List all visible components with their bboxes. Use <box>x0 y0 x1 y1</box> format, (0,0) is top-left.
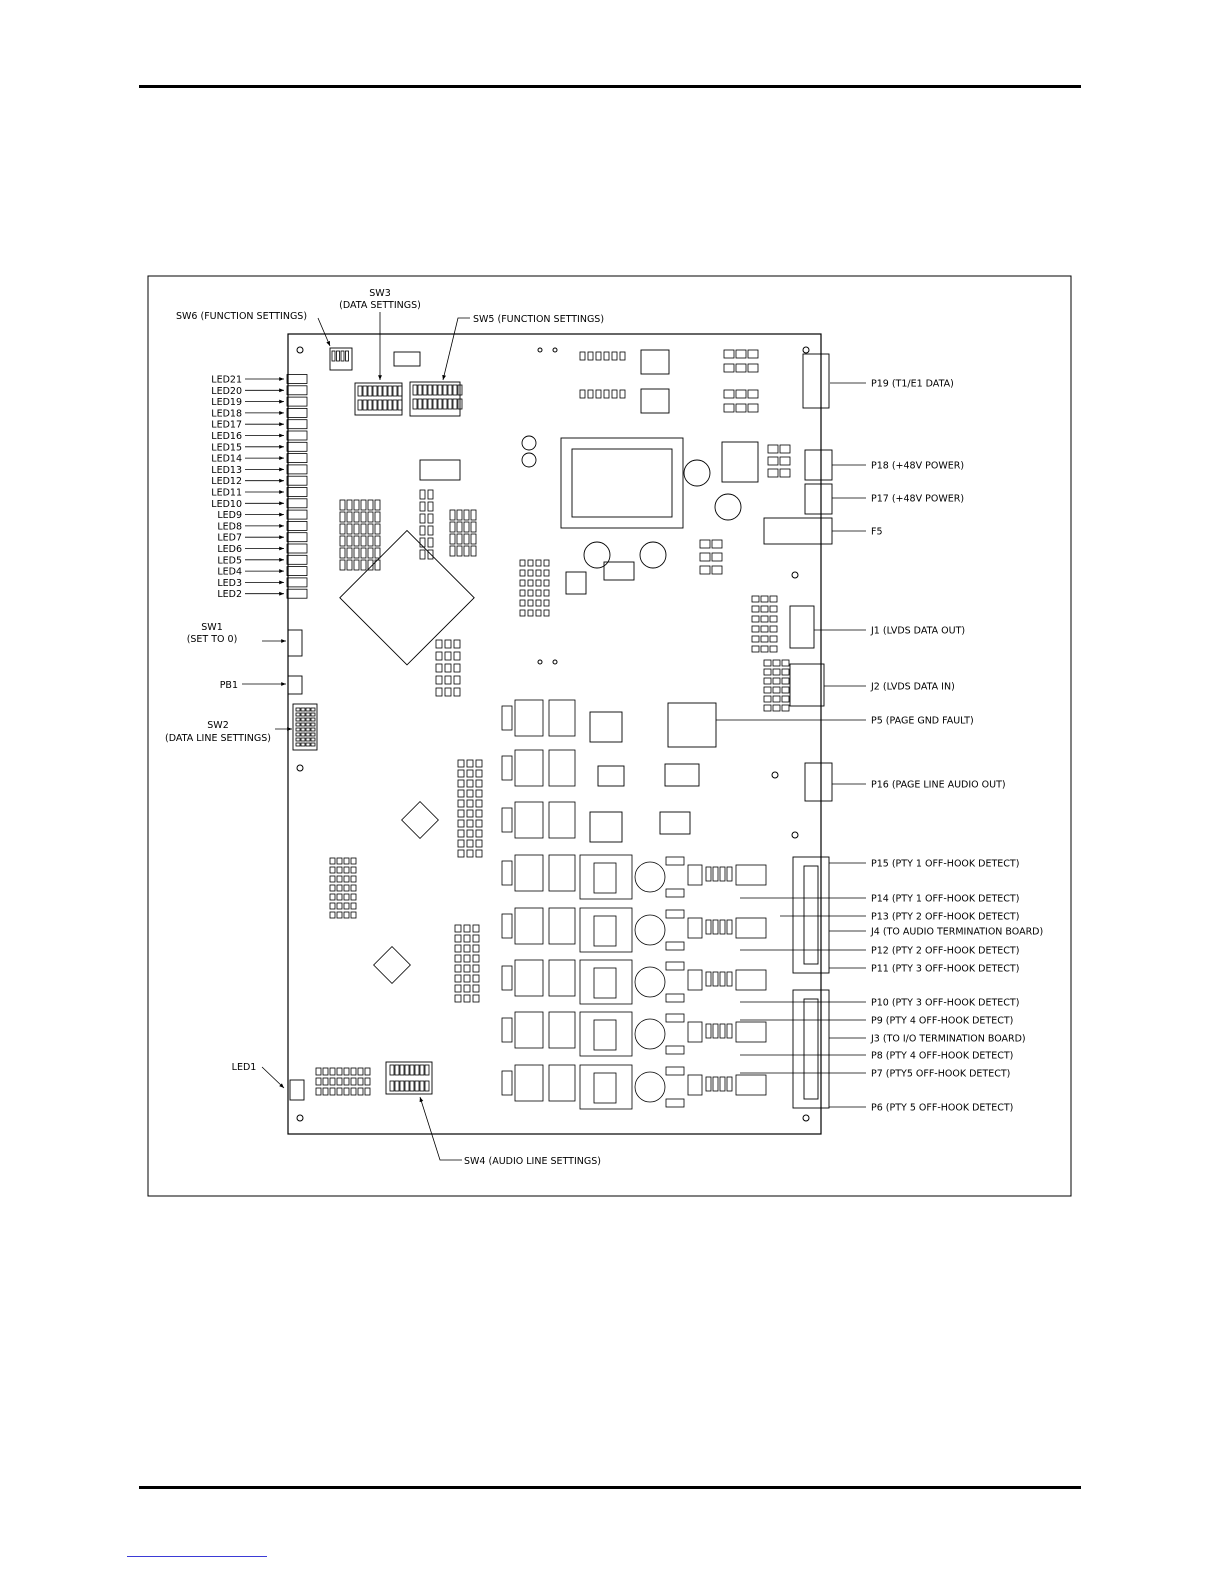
led-label: LED21 <box>211 375 242 386</box>
figure-frame <box>147 275 1072 1197</box>
right-callout-label: J4 (TO AUDIO TERMINATION BOARD) <box>870 927 1043 938</box>
led-label: LED7 <box>217 533 242 544</box>
led-indicator <box>286 407 308 418</box>
led-label: LED10 <box>211 499 242 510</box>
right-callout-label: P11 (PTY 3 OFF-HOOK DETECT) <box>871 964 1019 975</box>
led-label: LED6 <box>217 544 242 555</box>
right-callout-label: P12 (PTY 2 OFF-HOOK DETECT) <box>871 946 1019 957</box>
led-indicator <box>286 532 308 543</box>
label-led1: LED1 <box>232 1062 257 1073</box>
footnote-separator <box>127 1556 267 1557</box>
led-label: LED3 <box>217 578 242 589</box>
label-sw4: SW4 (AUDIO LINE SETTINGS) <box>464 1156 601 1167</box>
led-label: LED18 <box>211 408 242 419</box>
header-rule <box>139 85 1081 88</box>
right-callout-label: P18 (+48V POWER) <box>871 461 964 472</box>
right-callout-label: P16 (PAGE LINE AUDIO OUT) <box>871 780 1006 791</box>
mounting-holes <box>296 346 810 1122</box>
led-label: LED2 <box>217 589 242 600</box>
led-label: LED11 <box>211 488 242 499</box>
label-sw5: SW5 (FUNCTION SETTINGS) <box>473 314 604 325</box>
leader-lines <box>242 312 470 1161</box>
led-indicator <box>286 498 308 509</box>
led-label: LED4 <box>217 567 242 578</box>
led-indicator <box>286 475 308 486</box>
right-callout-label: J1 (LVDS DATA OUT) <box>870 626 965 637</box>
led-indicator <box>286 588 308 599</box>
label-pb1: PB1 <box>220 680 238 691</box>
pcb-outline <box>287 333 822 1135</box>
label-sw1-line2: (SET TO 0) <box>187 634 238 645</box>
led-indicator <box>286 554 308 565</box>
led-indicator <box>286 453 308 464</box>
led-indicator <box>286 374 308 384</box>
led-label: LED9 <box>217 510 242 521</box>
footer-rule <box>139 1486 1081 1489</box>
label-sw6: SW6 (FUNCTION SETTINGS) <box>176 311 307 322</box>
led-indicator <box>286 521 308 531</box>
label-sw1-line1: SW1 <box>201 622 222 633</box>
led-indicator <box>286 385 308 396</box>
led-indicator <box>286 396 308 407</box>
led-column <box>286 374 308 599</box>
right-callout-label: P13 (PTY 2 OFF-HOOK DETECT) <box>871 912 1019 923</box>
led-label: LED19 <box>211 397 242 408</box>
led-label: LED12 <box>211 476 242 487</box>
right-callout-label: P17 (+48V POWER) <box>871 494 964 505</box>
led-label: LED16 <box>211 431 242 442</box>
right-callout-label: P15 (PTY 1 OFF-HOOK DETECT) <box>871 859 1019 870</box>
led-label: LED8 <box>217 521 242 532</box>
right-callout-label: P9 (PTY 4 OFF-HOOK DETECT) <box>871 1016 1013 1027</box>
right-callout-label: J3 (TO I/O TERMINATION BOARD) <box>870 1034 1026 1045</box>
led-indicator <box>286 430 308 441</box>
led-indicator <box>286 464 308 475</box>
right-callout-label: P8 (PTY 4 OFF-HOOK DETECT) <box>871 1051 1013 1062</box>
label-sw3-line1: SW3 <box>369 288 390 299</box>
right-callout-label: J2 (LVDS DATA IN) <box>870 682 955 693</box>
led-indicator <box>286 566 308 576</box>
right-callout-label: P6 (PTY 5 OFF-HOOK DETECT) <box>871 1103 1013 1114</box>
label-sw3-line2: (DATA SETTINGS) <box>339 300 421 311</box>
repeated-components <box>295 349 791 1110</box>
right-callout-label: P7 (PTY5 OFF-HOOK DETECT) <box>871 1069 1010 1080</box>
label-sw2-line2: (DATA LINE SETTINGS) <box>165 733 271 744</box>
led-label: LED13 <box>211 465 242 476</box>
label-sw2-line1: SW2 <box>207 720 228 731</box>
led-indicator <box>286 419 308 430</box>
led-indicator <box>286 441 308 452</box>
led-label: LED14 <box>211 454 242 465</box>
led-indicator <box>286 509 308 520</box>
right-callout-label: P10 (PTY 3 OFF-HOOK DETECT) <box>871 998 1019 1009</box>
right-labels: P19 (T1/E1 DATA) P18 (+48V POWER) P17 (+48… <box>870 379 1043 1114</box>
led-indicator <box>286 487 308 497</box>
led-label: LED17 <box>211 420 242 431</box>
board-components <box>287 347 833 1109</box>
right-leader-lines <box>716 382 866 1108</box>
led-label: LED5 <box>217 555 242 566</box>
led-label: LED20 <box>211 386 242 397</box>
led-label: LED15 <box>211 442 242 453</box>
led-indicator <box>286 577 308 588</box>
right-callout-label: F5 <box>871 527 883 538</box>
led-leader-lines <box>245 377 284 596</box>
right-callout-label: P5 (PAGE GND FAULT) <box>871 716 974 727</box>
right-callout-label: P14 (PTY 1 OFF-HOOK DETECT) <box>871 894 1019 905</box>
led-indicator <box>286 543 308 554</box>
right-callout-label: P19 (T1/E1 DATA) <box>871 379 954 390</box>
led-labels: LED21LED20LED19LED18LED17LED16LED15LED14… <box>211 375 242 601</box>
